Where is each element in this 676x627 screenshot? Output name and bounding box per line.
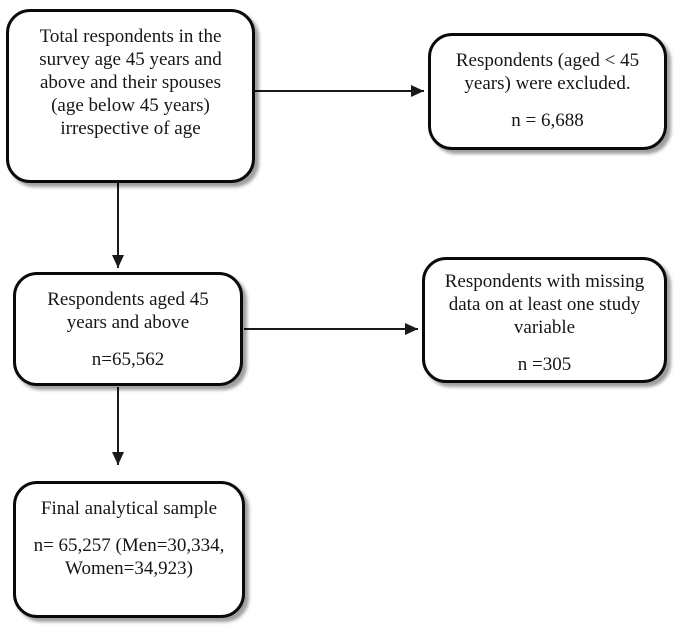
box-final-analytical-sample-text: Final analytical sample [40,498,218,519]
box-aged-45-and-above: Respondents aged 45 years and above n=65… [13,272,243,386]
box-excluded-under-45-text: Respondents (aged < 45 years) were exclu… [455,50,640,94]
box-final-analytical-sample-count: n= 65,257 (Men=30,334, Women=34,923) [33,535,225,579]
box-aged-45-and-above-count: n=65,562 [91,349,165,370]
box-missing-data-count: n =305 [517,354,572,375]
box-excluded-under-45: Respondents (aged < 45 years) were exclu… [428,33,667,150]
box-total-respondents-text: Total respondents in the survey age 45 y… [39,26,222,139]
box-total-respondents: Total respondents in the survey age 45 y… [6,9,255,183]
box-excluded-under-45-count: n = 6,688 [511,110,584,131]
box-missing-data-text: Respondents with missing data on at leas… [444,271,645,338]
box-aged-45-and-above-text: Respondents aged 45 years and above [47,289,209,333]
box-missing-data: Respondents with missing data on at leas… [422,257,667,383]
box-final-analytical-sample: Final analytical sample n= 65,257 (Men=3… [13,481,245,618]
